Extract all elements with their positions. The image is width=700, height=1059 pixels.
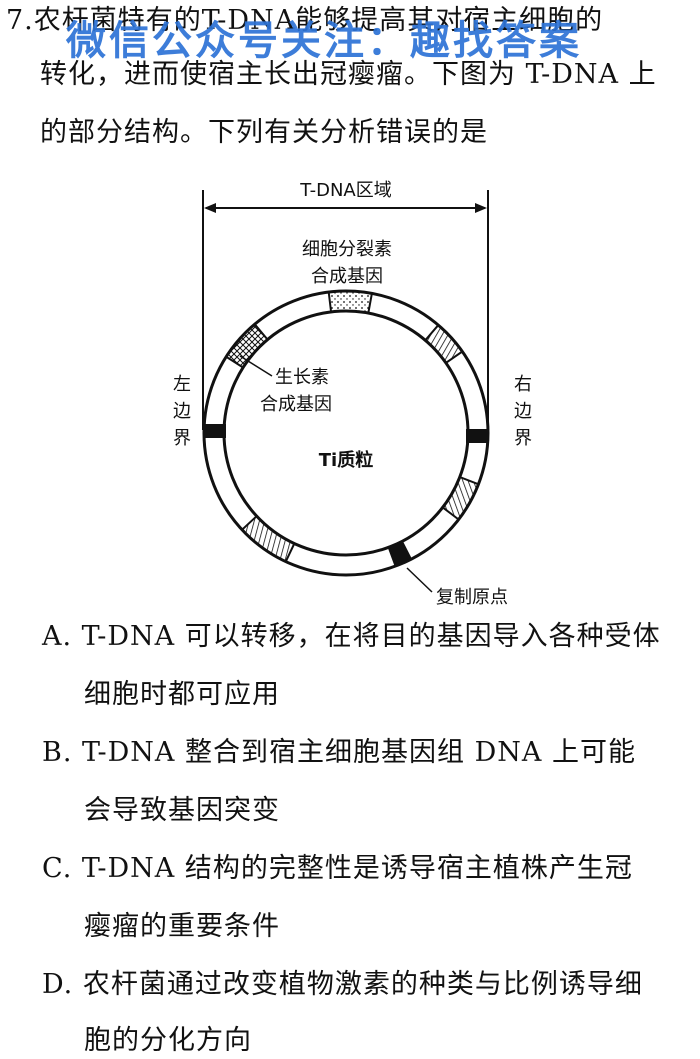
option-b-line-2: 会导致基因突变	[84, 795, 280, 826]
auxin-label-line2: 合成基因	[260, 394, 332, 415]
question-stem-line-3: 的部分结构。下列有关分析错误的是	[40, 117, 488, 148]
region-label: T-DNA区域	[299, 180, 391, 201]
origin-block	[387, 540, 413, 568]
right-border-char-1: 右	[514, 374, 532, 395]
option-d-line-1: D. 农杆菌通过改变植物激素的种类与比例诱导细	[42, 969, 643, 1000]
left-border-char-3: 界	[173, 428, 191, 449]
auxin-gene-segment	[224, 322, 270, 369]
ti-plasmid-diagram: T-DNA区域 细胞分裂素 合成基因 生长素 合成基因 左 边 界 右 边 界 …	[173, 180, 532, 608]
question-number: 7.	[6, 5, 34, 36]
question-stem-line-1: 7.农杆菌特有的T-DNA能够提高其对宿主细胞的	[6, 4, 603, 38]
plasmid-label: Ti质粒	[319, 449, 373, 471]
ring-gene-segment-lower-left	[240, 514, 296, 563]
region-arrow-left-head	[204, 203, 216, 213]
watermark-text: 微信公众号关注：趣找答案	[66, 18, 582, 64]
option-c-line-2: 瘿瘤的重要条件	[84, 911, 280, 942]
question-stem-line-2: 转化，进而使宿主长出冠瘿瘤。下图为 T-DNA 上	[40, 59, 657, 90]
option-b-line-1: B. T-DNA 整合到宿主细胞基因组 DNA 上可能	[42, 737, 636, 768]
right-border-block	[466, 429, 488, 443]
auxin-pointer-line	[239, 355, 273, 377]
left-border-char-1: 左	[173, 374, 191, 395]
origin-pointer-line	[406, 567, 433, 593]
right-border-char-2: 边	[514, 401, 532, 422]
ring-gene-segment-upper-right	[423, 323, 464, 365]
option-a-line-1: A. T-DNA 可以转移，在将目的基因导入各种受体	[42, 621, 661, 652]
cytokinin-label-line2: 合成基因	[311, 266, 383, 287]
option-c-line-1: C. T-DNA 结构的完整性是诱导宿主植株产生冠	[42, 853, 633, 884]
right-border-char-3: 界	[514, 428, 532, 449]
region-arrow-right-head	[475, 203, 487, 213]
auxin-label-line1: 生长素	[275, 367, 329, 388]
left-border-char-2: 边	[173, 401, 191, 422]
plasmid-inner-ring	[222, 309, 470, 557]
cytokinin-label-line1: 细胞分裂素	[302, 239, 392, 260]
option-d-line-2: 胞的分化方向	[84, 1025, 252, 1056]
stem-text-1: 农杆菌特有的T-DNA能够提高其对宿主细胞的	[33, 5, 604, 36]
cytokinin-gene-segment	[327, 290, 374, 315]
option-a-line-2: 细胞时都可应用	[84, 679, 280, 710]
origin-label: 复制原点	[436, 587, 508, 608]
left-border-block	[204, 424, 226, 438]
ring-gene-segment-lower-right	[441, 475, 480, 521]
